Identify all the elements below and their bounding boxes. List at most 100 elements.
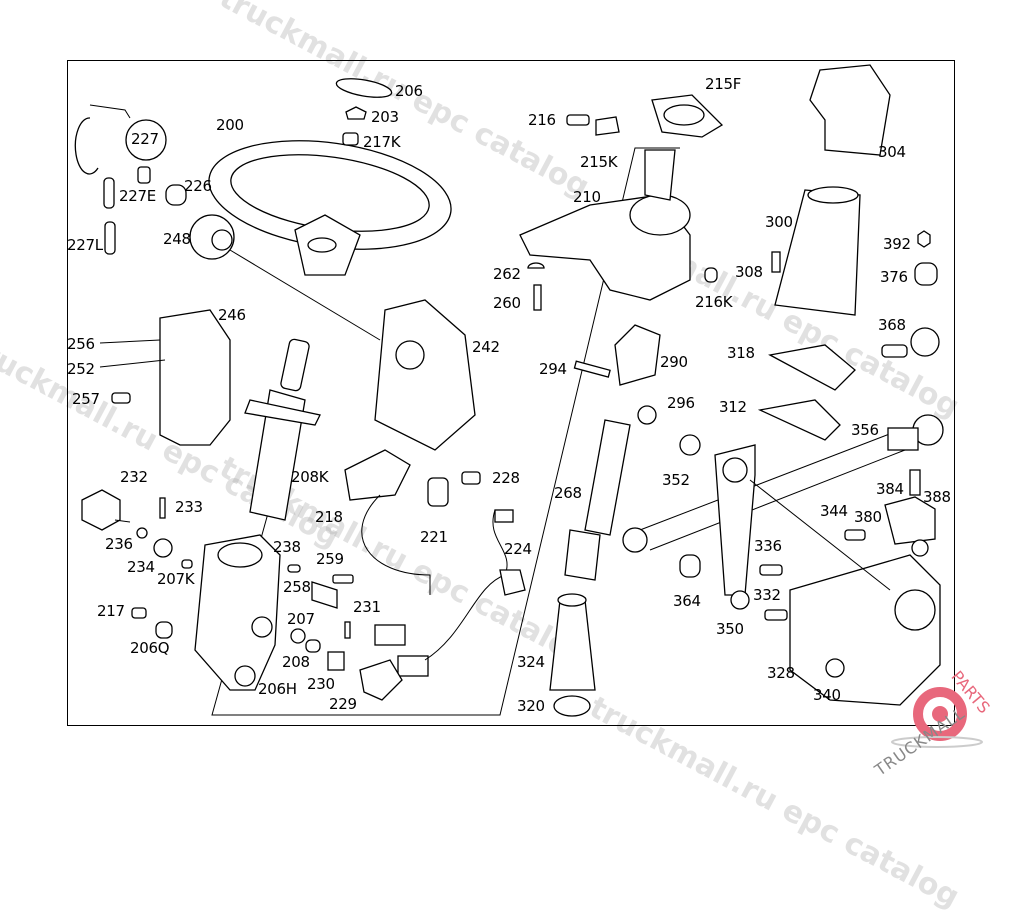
part-242 bbox=[374, 299, 476, 451]
label-231: 231 bbox=[353, 598, 381, 616]
part-228 bbox=[461, 471, 481, 485]
part-324 bbox=[549, 599, 596, 691]
label-215f: 215F bbox=[705, 75, 742, 93]
part-connector-2 bbox=[397, 655, 429, 677]
label-232: 232 bbox=[120, 468, 148, 486]
label-320: 320 bbox=[517, 697, 545, 715]
part-217k bbox=[342, 132, 359, 146]
part-216k bbox=[704, 267, 718, 283]
part-207k bbox=[181, 559, 193, 569]
part-352 bbox=[679, 434, 701, 456]
label-252: 252 bbox=[67, 360, 95, 378]
part-350 bbox=[714, 444, 756, 596]
label-318: 318 bbox=[727, 344, 755, 362]
label-328: 328 bbox=[767, 664, 795, 682]
label-300: 300 bbox=[765, 213, 793, 231]
label-262: 262 bbox=[493, 265, 521, 283]
part-296 bbox=[637, 405, 657, 425]
part-290 bbox=[614, 324, 661, 386]
label-268: 268 bbox=[554, 484, 582, 502]
part-227l-key bbox=[104, 221, 116, 255]
label-227: 227 bbox=[131, 130, 159, 148]
label-392: 392 bbox=[883, 235, 911, 253]
label-308: 308 bbox=[735, 263, 763, 281]
part-215k bbox=[595, 116, 620, 136]
label-259: 259 bbox=[316, 550, 344, 568]
label-368: 368 bbox=[878, 316, 906, 334]
label-218: 218 bbox=[315, 508, 343, 526]
part-340 bbox=[825, 658, 845, 678]
part-238 bbox=[287, 564, 301, 573]
label-206: 206 bbox=[395, 82, 423, 100]
part-216 bbox=[566, 114, 590, 126]
part-262 bbox=[527, 262, 545, 269]
part-318 bbox=[768, 344, 856, 391]
part-368 bbox=[910, 327, 940, 357]
label-224: 224 bbox=[504, 540, 532, 558]
part-259 bbox=[332, 574, 354, 584]
part-294 bbox=[573, 360, 611, 378]
part-231 bbox=[344, 621, 351, 639]
part-224 bbox=[499, 569, 526, 596]
label-256: 256 bbox=[67, 335, 95, 353]
label-216k: 216K bbox=[695, 293, 733, 311]
truckmallparts-logo: TRUCKMALL PARTS bbox=[862, 662, 1022, 780]
label-207k: 207K bbox=[157, 570, 195, 588]
part-344 bbox=[844, 529, 866, 541]
part-217 bbox=[131, 607, 147, 619]
label-208: 208 bbox=[282, 653, 310, 671]
label-227l: 227L bbox=[67, 236, 103, 254]
label-215k: 215K bbox=[580, 153, 618, 171]
label-242: 242 bbox=[472, 338, 500, 356]
part-257 bbox=[111, 392, 131, 404]
label-207: 207 bbox=[287, 610, 315, 628]
part-connector bbox=[374, 624, 406, 646]
label-217k: 217K bbox=[363, 133, 401, 151]
part-236 bbox=[136, 527, 148, 539]
label-340: 340 bbox=[813, 686, 841, 704]
label-324: 324 bbox=[517, 653, 545, 671]
part-364 bbox=[679, 554, 701, 578]
label-258: 258 bbox=[283, 578, 311, 596]
label-216: 216 bbox=[528, 111, 556, 129]
part-258 bbox=[311, 581, 338, 609]
label-217: 217 bbox=[97, 602, 125, 620]
label-248: 248 bbox=[163, 230, 191, 248]
label-208k: 208K bbox=[291, 468, 329, 486]
label-364: 364 bbox=[673, 592, 701, 610]
label-234: 234 bbox=[127, 558, 155, 576]
label-296: 296 bbox=[667, 394, 695, 412]
part-246 bbox=[159, 309, 231, 446]
part-268-joint bbox=[564, 529, 601, 581]
part-207 bbox=[290, 628, 306, 644]
label-233: 233 bbox=[175, 498, 203, 516]
part-206q bbox=[155, 621, 173, 639]
label-350: 350 bbox=[716, 620, 744, 638]
label-203: 203 bbox=[371, 108, 399, 126]
part-388 bbox=[911, 539, 929, 557]
steering-wheel bbox=[208, 140, 452, 276]
label-206q: 206Q bbox=[130, 639, 170, 657]
label-227e: 227E bbox=[119, 187, 156, 205]
label-352: 352 bbox=[662, 471, 690, 489]
part-268 bbox=[584, 419, 631, 536]
label-304: 304 bbox=[878, 143, 906, 161]
part-332 bbox=[764, 609, 788, 621]
part-376 bbox=[914, 262, 938, 286]
label-221: 221 bbox=[420, 528, 448, 546]
label-229: 229 bbox=[329, 695, 357, 713]
part-336 bbox=[759, 564, 783, 576]
part-224-connector bbox=[494, 509, 514, 523]
label-312: 312 bbox=[719, 398, 747, 416]
part-229 bbox=[359, 659, 403, 701]
part-384 bbox=[909, 469, 921, 496]
label-380: 380 bbox=[854, 508, 882, 526]
part-356 bbox=[887, 427, 919, 451]
label-200: 200 bbox=[216, 116, 244, 134]
label-228: 228 bbox=[492, 469, 520, 487]
label-260: 260 bbox=[493, 294, 521, 312]
part-227 bbox=[125, 119, 167, 161]
part-221 bbox=[427, 477, 449, 507]
part-392 bbox=[917, 230, 931, 248]
label-210: 210 bbox=[573, 188, 601, 206]
